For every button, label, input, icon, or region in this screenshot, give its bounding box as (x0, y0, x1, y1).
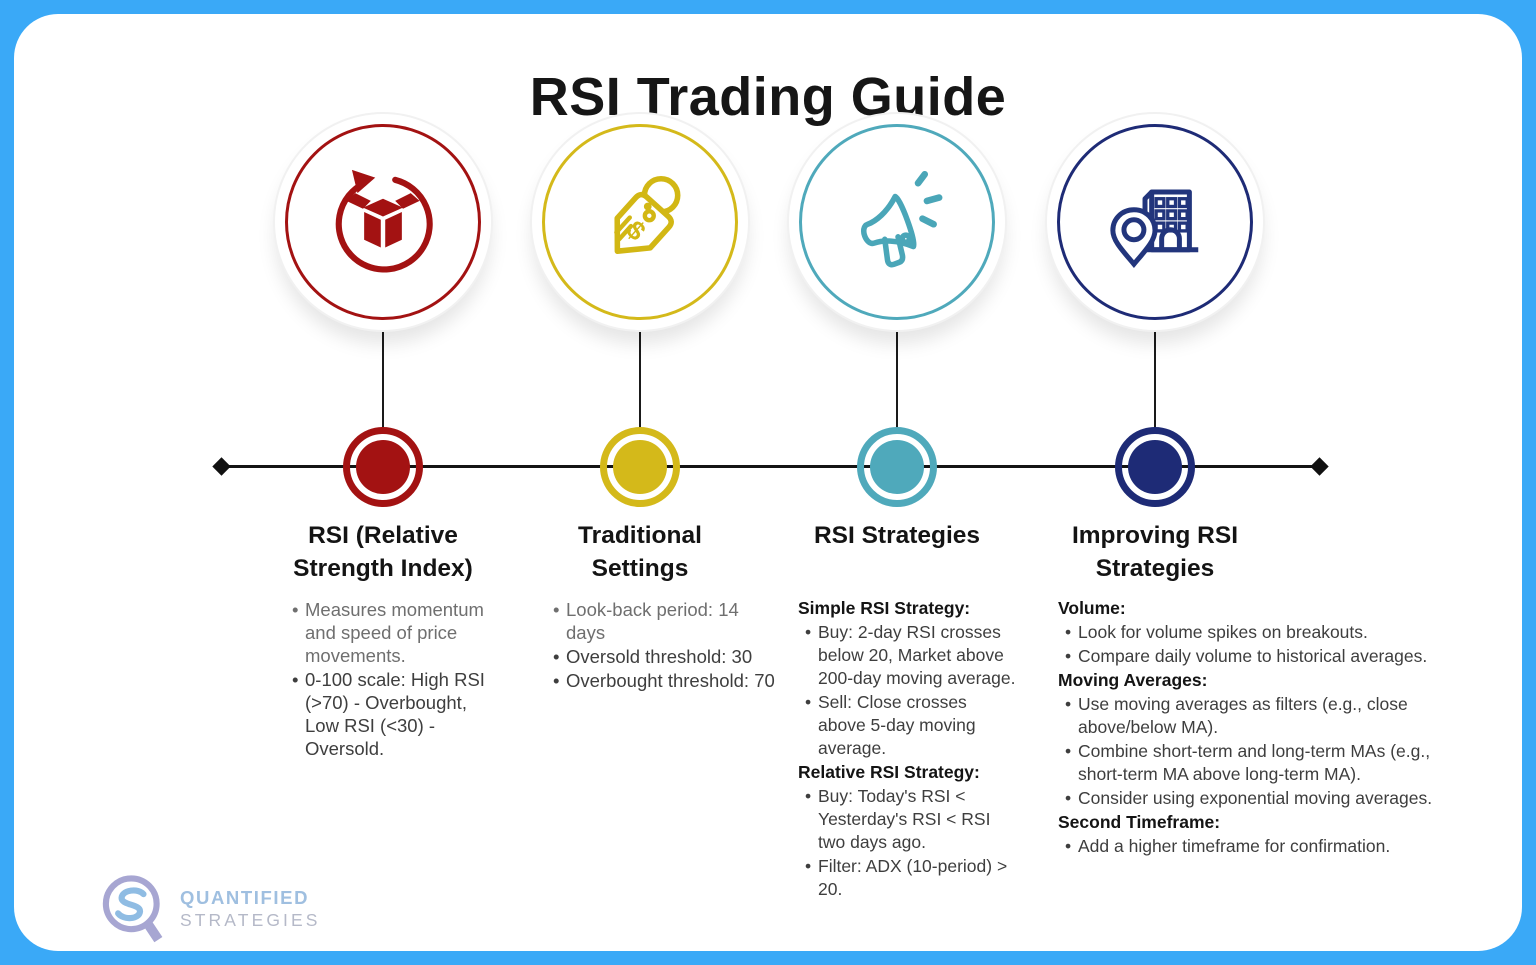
bullet-marker: • (1065, 836, 1072, 856)
bullet-text: Measures momentum and speed of price mov… (305, 599, 484, 666)
bullet-item: • Consider using exponential moving avera… (1058, 787, 1458, 810)
bullet-item: • Sell: Close crosses above 5-day moving … (798, 691, 1016, 760)
bullet-text: Combine short-term and long-term MAs (e.… (1078, 741, 1431, 784)
icon-host (836, 161, 958, 283)
bullet-text: Sell: Close crosses above 5-day moving a… (818, 692, 976, 758)
column-heading: RSI Strategies (727, 519, 1067, 552)
bullet-item: • Oversold threshold: 30 (546, 645, 778, 668)
content-list: Simple RSI Strategy: • Buy: 2-day RSI cros… (798, 597, 1016, 902)
section-subhead: Relative RSI Strategy: (798, 762, 980, 782)
building-pin-icon (1110, 189, 1199, 269)
icon-circle (275, 114, 491, 330)
heading-line: RSI Strategies (813, 522, 981, 549)
bullet-item: • Add a higher timeframe for confirmation… (1058, 835, 1458, 858)
section-subhead: Simple RSI Strategy: (798, 598, 971, 618)
bullet-marker: • (1065, 646, 1072, 666)
bullet-marker: • (292, 599, 299, 620)
bullet-text: Look for volume spikes on breakouts. (1078, 622, 1368, 642)
bullet-text: Filter: ADX (10-period) > 20. (818, 856, 1008, 899)
timeline-connector (1154, 330, 1156, 428)
section-subhead: Volume: (1058, 598, 1126, 618)
bullet-marker: • (1065, 788, 1072, 808)
heading-line: Traditional (578, 522, 702, 549)
timeline-dot-ring (1115, 427, 1195, 507)
quantified-strategies-logo-icon (102, 875, 163, 943)
bullet-text: 0-100 scale: High RSI (>70) - Overbought… (305, 669, 485, 759)
bullet-marker: • (805, 692, 812, 712)
megaphone-icon (861, 170, 943, 268)
logo-subname: STRATEGIES (180, 910, 321, 930)
bullet-marker: • (553, 599, 560, 620)
bullet-marker: • (1065, 694, 1072, 714)
content-list: Volume: • Look for volume spikes on breako… (1058, 597, 1458, 859)
bullet-item: • Filter: ADX (10-period) > 20. (798, 855, 1016, 901)
bullet-marker: • (553, 670, 560, 691)
bullet-marker: • (805, 856, 812, 876)
infographic-card (14, 14, 1522, 951)
icon-circle (789, 114, 1005, 330)
bullet-marker: • (1065, 741, 1072, 761)
content-list: • Measures momentum and speed of price mo… (285, 597, 497, 761)
bullet-item: • 0-100 scale: High RSI (>70) - Overbough… (285, 668, 497, 760)
timeline-connector (639, 330, 641, 428)
timeline-dot-ring (600, 427, 680, 507)
icon-host: $ (579, 161, 701, 283)
icon-host (322, 161, 444, 283)
timeline-connector (896, 330, 898, 428)
content-list: • Look-back period: 14 days • Oversold thre… (546, 597, 778, 693)
box-refresh-icon (335, 169, 433, 273)
bullet-text: Look-back period: 14 days (566, 599, 739, 643)
bullet-item: • Buy: Today's RSI < Yesterday's RSI < RS… (798, 785, 1016, 854)
icon-ring: $ (542, 124, 738, 320)
page-title: RSI Trading Guide (529, 67, 1007, 128)
bullet-marker: • (1065, 622, 1072, 642)
icon-ring (285, 124, 481, 320)
bullet-text: Buy: Today's RSI < Yesterday's RSI < RSI… (818, 786, 991, 852)
timeline-connector (382, 330, 384, 428)
bullet-marker: • (805, 622, 812, 642)
bullet-text: Compare daily volume to historical avera… (1078, 646, 1428, 666)
heading-line: RSI (Relative (308, 522, 458, 549)
icon-host (1094, 161, 1216, 283)
timeline-dot-ring (857, 427, 937, 507)
bullet-text: Buy: 2-day RSI crosses below 20, Market … (818, 622, 1016, 688)
column-heading: Improving RSI Strategies (985, 519, 1325, 585)
heading-line: Settings (591, 555, 689, 582)
icon-circle: $ (532, 114, 748, 330)
heading-line: Strength Index) (293, 555, 473, 582)
logo: QUANTIFIED STRATEGIES (98, 868, 321, 950)
bullet-text: Use moving averages as filters (e.g., cl… (1078, 694, 1408, 737)
bullet-text: Consider using exponential moving averag… (1078, 788, 1433, 808)
bullet-text: Add a higher timeframe for confirmation. (1078, 836, 1391, 856)
section-subhead: Second Timeframe: (1058, 812, 1221, 832)
bullet-item: • Compare daily volume to historical aver… (1058, 645, 1458, 668)
timeline-line (224, 465, 1320, 468)
bullet-item: • Buy: 2-day RSI crosses below 20, Market… (798, 621, 1016, 690)
heading-line: Strategies (1095, 555, 1215, 582)
bullet-item: • Look for volume spikes on breakouts. (1058, 621, 1458, 644)
bullet-item: • Use moving averages as filters (e.g., c… (1058, 693, 1458, 739)
icon-ring (1057, 124, 1253, 320)
icon-ring (799, 124, 995, 320)
bullet-item: • Measures momentum and speed of price mo… (285, 598, 497, 667)
bullet-marker: • (553, 646, 560, 667)
heading-line: Improving RSI (1071, 522, 1239, 549)
bullet-marker: • (805, 786, 812, 806)
section-subhead: Moving Averages: (1058, 670, 1208, 690)
logo-name: QUANTIFIED (180, 887, 310, 908)
bullet-text: Oversold threshold: 30 (566, 646, 753, 667)
bullet-text: Overbought threshold: 70 (566, 670, 775, 691)
bullet-item: • Combine short-term and long-term MAs (e… (1058, 740, 1458, 786)
price-tag-icon: $ (614, 175, 681, 254)
bullet-item: • Look-back period: 14 days (546, 598, 778, 644)
bullet-marker: • (292, 669, 299, 690)
bullet-item: • Overbought threshold: 70 (546, 669, 778, 692)
icon-circle (1047, 114, 1263, 330)
timeline-dot-ring (343, 427, 423, 507)
